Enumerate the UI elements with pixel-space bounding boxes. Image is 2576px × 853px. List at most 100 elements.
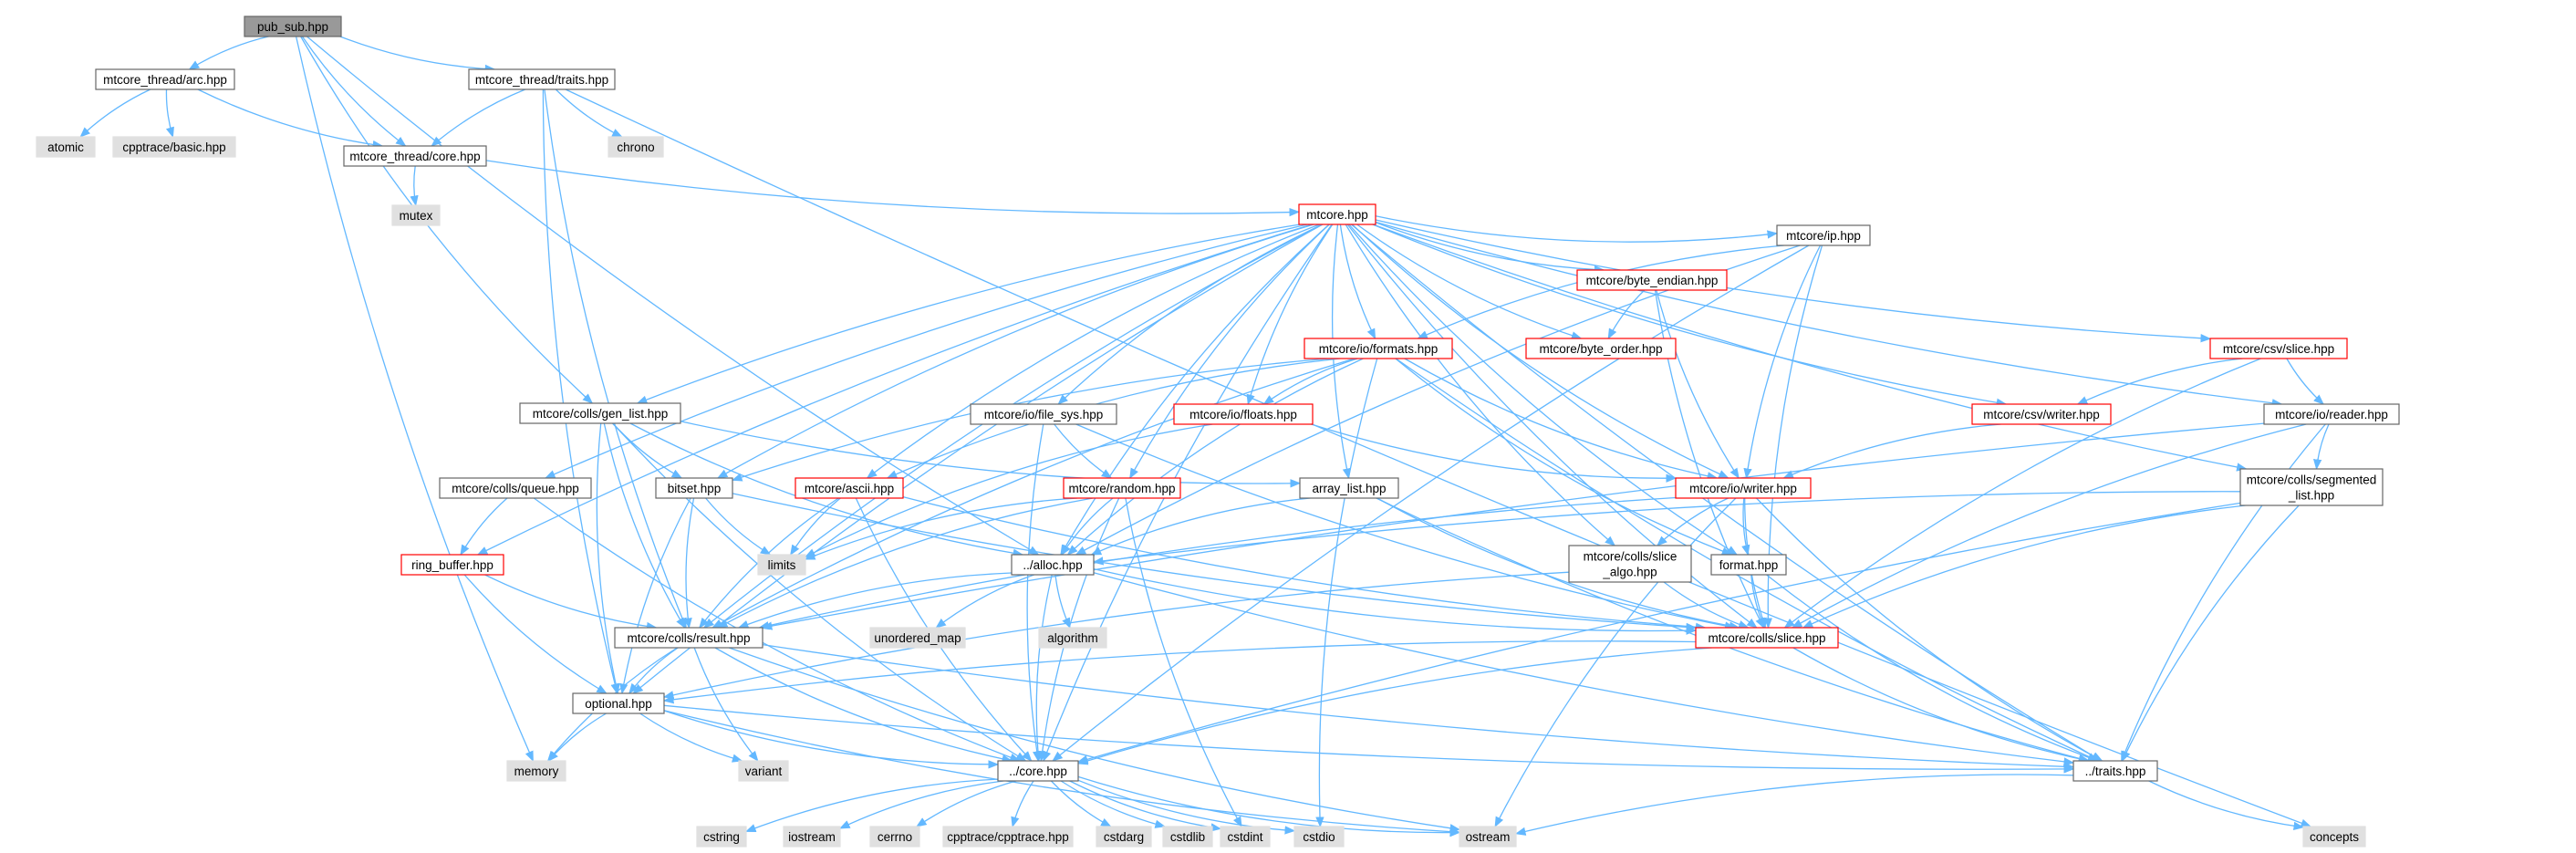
node-box: [391, 204, 441, 226]
edge-alloc-to-algorithm: [1054, 574, 1071, 629]
node-label: mtcore_thread/arc.hpp: [103, 73, 227, 87]
node-arc[interactable]: mtcore_thread/arc.hpp: [95, 68, 235, 90]
node-label: mtcore/colls/result.hpp: [627, 631, 750, 645]
node-byte-endian[interactable]: mtcore/byte_endian.hpp: [1576, 269, 1728, 291]
edge-reader-to-result: [761, 422, 2265, 630]
node-label: mtcore/csv/writer.hpp: [1983, 408, 2100, 421]
node-format[interactable]: format.hpp: [1710, 554, 1787, 576]
node-box: [439, 477, 592, 499]
node-ascii[interactable]: mtcore/ascii.hpp: [795, 477, 904, 499]
node-memory: memory: [506, 760, 566, 782]
edge-pub_sub-to-alloc: [306, 36, 1040, 556]
node-box: [1695, 627, 1839, 649]
edge-random-to-alloc: [1061, 497, 1114, 556]
edge-ascii-to-slice: [902, 495, 1707, 631]
node-box: [343, 145, 487, 167]
edge-segmented-to-core: [1076, 502, 2241, 764]
edge-mtcore-to-slice: [1346, 224, 1758, 629]
edge-segmented-to-alloc: [1092, 491, 2241, 566]
node-box: [1096, 826, 1152, 848]
node-core[interactable]: ../core.hpp: [997, 760, 1079, 782]
edge-io_writer-to-traits: [1756, 497, 2103, 762]
edge-optional-to-traits: [663, 704, 2075, 774]
node-floats[interactable]: mtcore/io/floats.hpp: [1173, 403, 1314, 425]
edge-pub_sub-to-ttraits: [339, 36, 496, 74]
node-reader[interactable]: mtcore/io/reader.hpp: [2263, 403, 2400, 425]
node-label: cstring: [703, 830, 740, 844]
edge-alloc-to-slice: [1093, 567, 1698, 635]
edge-core-to-cstdint: [1069, 780, 1222, 832]
node-segmented[interactable]: mtcore/colls/segmented_list.hpp: [2239, 468, 2384, 506]
node-cstdarg: cstdarg: [1096, 826, 1152, 848]
node-box: [1675, 477, 1812, 499]
node-ttraits[interactable]: mtcore_thread/traits.hpp: [468, 68, 616, 90]
edge-mtcore-to-ascii: [866, 224, 1320, 479]
edge-pub_sub-to-memory: [295, 36, 534, 763]
node-mtcore[interactable]: mtcore.hpp: [1298, 203, 1376, 225]
edge-alloc-to-core: [1034, 574, 1053, 763]
node-pub-sub[interactable]: pub_sub.hpp: [244, 16, 342, 37]
node-slice[interactable]: mtcore/colls/slice.hpp: [1695, 627, 1839, 649]
node-queue[interactable]: mtcore/colls/queue.hpp: [439, 477, 592, 499]
node-chrono: chrono: [608, 136, 664, 158]
node-byte-order[interactable]: mtcore/byte_order.hpp: [1525, 338, 1677, 359]
edge-pub_sub-to-tcore: [301, 36, 407, 147]
node-label: cpptrace/basic.hpp: [122, 140, 225, 154]
node-label: cstdio: [1303, 830, 1335, 844]
edge-core-to-cstring: [744, 778, 999, 833]
node-formats[interactable]: mtcore/io/formats.hpp: [1304, 338, 1453, 359]
node-tcore[interactable]: mtcore_thread/core.hpp: [343, 145, 487, 167]
edge-pub_sub-to-gen_list: [300, 36, 594, 404]
node-optional[interactable]: optional.hpp: [572, 692, 665, 714]
node-array-list[interactable]: array_list.hpp: [1299, 477, 1399, 499]
node-label: mtcore/ip.hpp: [1786, 229, 1861, 243]
node-csv-writer[interactable]: mtcore/csv/writer.hpp: [1971, 403, 2112, 425]
node-label: mtcore.hpp: [1306, 208, 1368, 222]
node-label: optional.hpp: [585, 697, 652, 711]
node-slice-algo[interactable]: mtcore/colls/slice_algo.hpp: [1568, 545, 1692, 583]
node-box: [1298, 203, 1376, 225]
edge-io_writer-to-format: [1741, 497, 1750, 557]
edge-arc-to-cpptrace_basic: [165, 88, 174, 139]
edge-mtcore-to-optional: [632, 224, 1324, 694]
node-file-sys[interactable]: mtcore/io/file_sys.hpp: [970, 403, 1117, 425]
node-csv-slice[interactable]: mtcore/csv/slice.hpp: [2209, 338, 2348, 359]
edge-mtcore-to-ip: [1375, 215, 1779, 243]
edge-ascii-to-limits: [790, 497, 841, 556]
edge-random-to-limits: [804, 497, 1078, 560]
node-alloc[interactable]: ../alloc.hpp: [1011, 554, 1095, 576]
node-box: [795, 477, 904, 499]
edge-optional-to-core: [663, 710, 1000, 769]
node-box: [506, 760, 566, 782]
edge-core-to-cstdarg: [1050, 780, 1112, 827]
edge-arc-to-tcore: [197, 88, 384, 150]
edge-mtcore-to-format: [1348, 224, 1739, 556]
node-box: [1971, 403, 2112, 425]
node-concepts: concepts: [2302, 826, 2366, 848]
node-box: [1038, 627, 1107, 649]
edge-ttraits-to-concepts: [565, 88, 2312, 827]
node-box: [1568, 545, 1692, 583]
node-gen-list[interactable]: mtcore/colls/gen_list.hpp: [519, 402, 681, 424]
edge-formats-to-ascii: [886, 358, 1341, 479]
node-ring-buffer[interactable]: ring_buffer.hpp: [400, 554, 504, 576]
node-result[interactable]: mtcore/colls/result.hpp: [614, 627, 763, 649]
node-label: ostream: [1466, 830, 1511, 844]
node-random[interactable]: mtcore/random.hpp: [1063, 477, 1181, 499]
edge-formats-to-bitset: [731, 358, 1330, 482]
node-io-writer[interactable]: mtcore/io/writer.hpp: [1675, 477, 1812, 499]
node-bitset[interactable]: bitset.hpp: [655, 477, 733, 499]
node-ip[interactable]: mtcore/ip.hpp: [1776, 224, 1871, 246]
node-label: ../core.hpp: [1009, 765, 1067, 778]
node-label: _algo.hpp: [1602, 566, 1657, 579]
node-box: [1299, 477, 1399, 499]
node-box: [1173, 403, 1314, 425]
edge-floats-to-io_writer: [1311, 423, 1678, 483]
node-box: [970, 403, 1117, 425]
node-box: [1710, 554, 1787, 576]
node-box: [738, 760, 789, 782]
edge-traits-to-concepts: [2148, 780, 2305, 831]
edge-ip-to-core: [1052, 244, 1810, 762]
node-traits[interactable]: ../traits.hpp: [2072, 760, 2158, 782]
